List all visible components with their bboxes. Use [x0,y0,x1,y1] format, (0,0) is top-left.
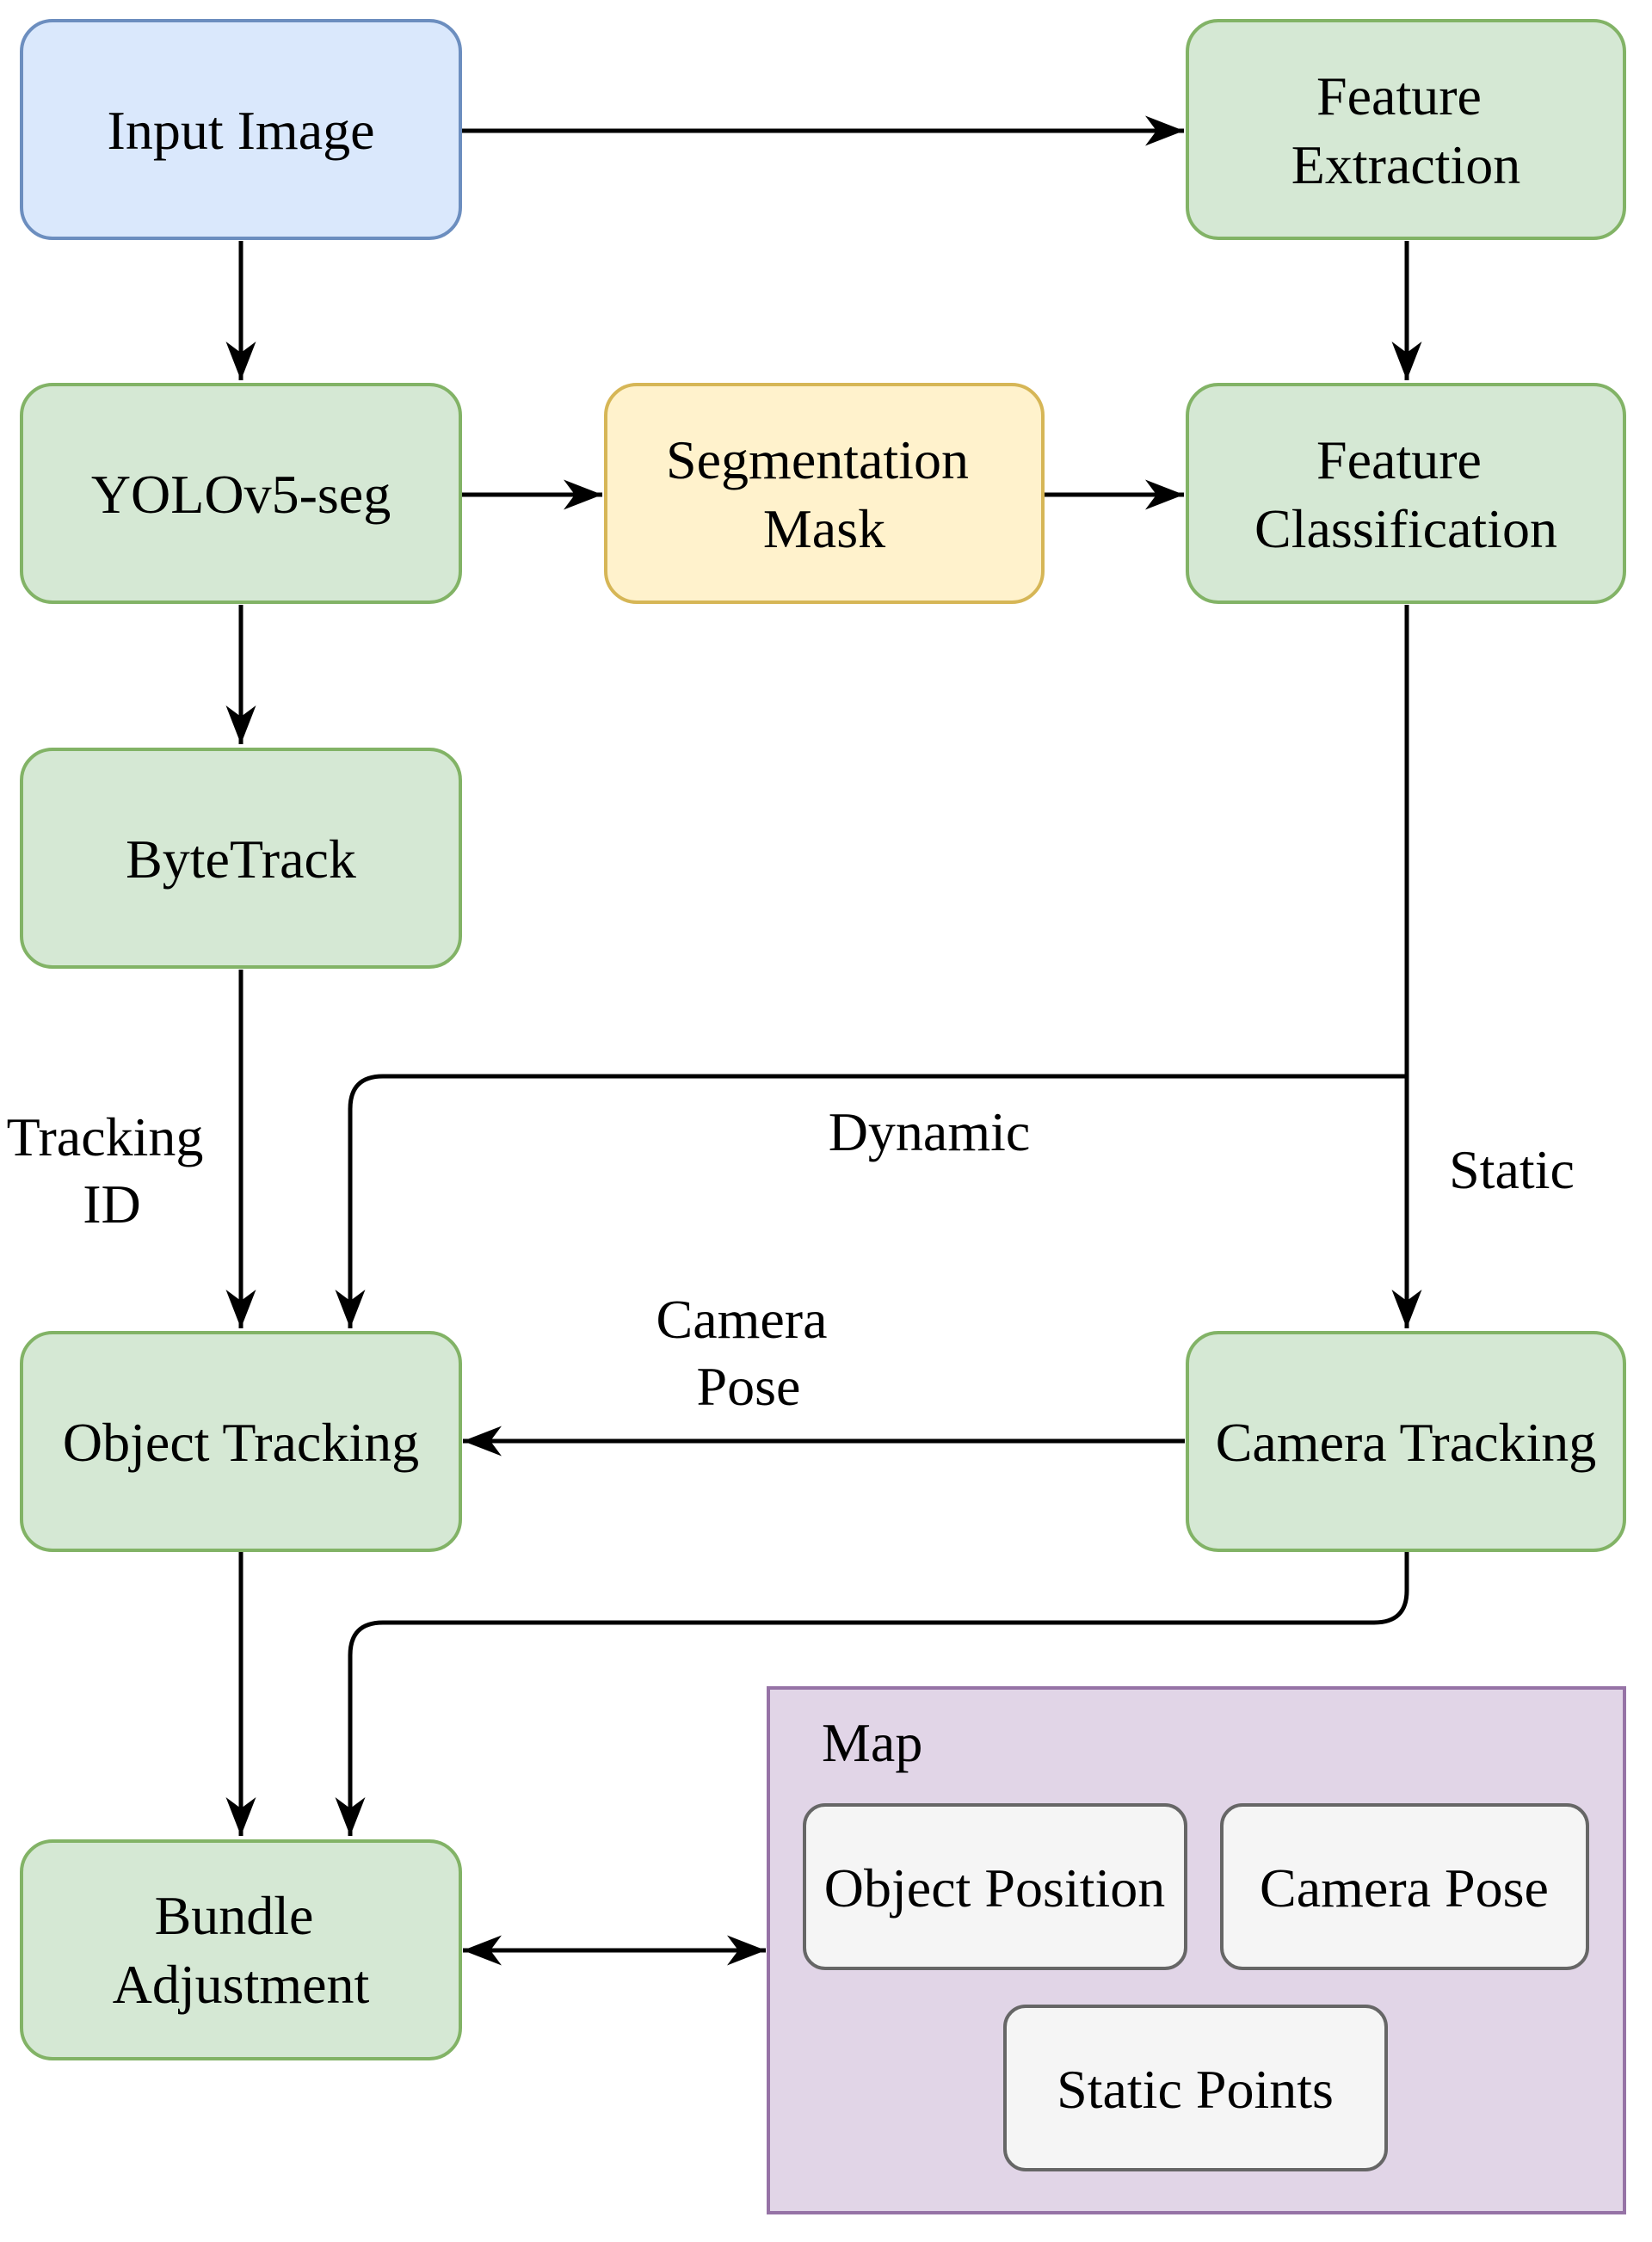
node-bundle-adjustment-box [20,1839,462,2060]
map-item-object-position: Object Position [803,1803,1187,1970]
node-segmentation-mask-label: Segmentation Mask [666,429,983,559]
node-feature-extraction-label: Feature Extraction [1291,65,1521,195]
map-item-static-points-label: Static Points [1057,2059,1334,2120]
map-item-static-points: Static Points [1003,2005,1388,2171]
node-bundle-adjustment-label: Bundle Adjustment [113,1885,370,2015]
node-bundle-adjustment: Bundle Adjustment [20,1839,462,2060]
label-dynamic: Dynamic [829,1101,1031,1162]
node-object-tracking-box [20,1331,462,1552]
node-input-image-box [20,19,462,240]
edge-camera-tracking-to-bundle-adjustment [335,1551,1409,1836]
node-feature-extraction: Feature Extraction [1186,19,1626,240]
map-item-camera-pose: Camera Pose [1220,1803,1589,1970]
node-segmentation-mask-box [604,383,1045,604]
node-yolov5-seg-label: YOLOv5-seg [91,464,391,525]
edges [225,115,1422,1966]
node-camera-tracking-box [1186,1331,1626,1552]
edge-classification-dynamic-to-object-tracking [335,1074,1407,1328]
map-item-object-position-label: Object Position [824,1857,1165,1919]
map-container: Map Object Position Camera Pose Static P… [767,1686,1626,2214]
map-item-object-position-box [803,1803,1187,1970]
node-yolov5-seg: YOLOv5-seg [20,383,462,604]
edge-labels: Tracking ID Dynamic Static Camera Pose [7,1101,1575,1417]
node-input-image: Input Image [20,19,462,240]
node-object-tracking-label: Object Tracking [63,1412,419,1473]
map-item-static-points-box [1003,2005,1388,2171]
node-feature-classification: Feature Classification [1186,383,1626,604]
node-segmentation-mask: Segmentation Mask [604,383,1045,604]
map-title: Map [822,1712,922,1773]
node-feature-classification-box [1186,383,1626,604]
node-bytetrack-box [20,748,462,969]
label-camera-pose: Camera Pose [656,1289,841,1417]
map-item-camera-pose-box [1220,1803,1589,1970]
node-yolov5-seg-box [20,383,462,604]
node-feature-extraction-box [1186,19,1626,240]
node-input-image-label: Input Image [108,100,375,161]
label-static: Static [1449,1139,1575,1200]
label-tracking-id: Tracking ID [7,1106,218,1235]
node-bytetrack-label: ByteTrack [126,828,356,890]
node-object-tracking: Object Tracking [20,1331,462,1552]
node-feature-classification-label: Feature Classification [1254,429,1557,559]
node-camera-tracking: Camera Tracking [1186,1331,1626,1552]
node-camera-tracking-label: Camera Tracking [1216,1412,1597,1473]
map-item-camera-pose-label: Camera Pose [1260,1857,1549,1919]
node-bytetrack: ByteTrack [20,748,462,969]
